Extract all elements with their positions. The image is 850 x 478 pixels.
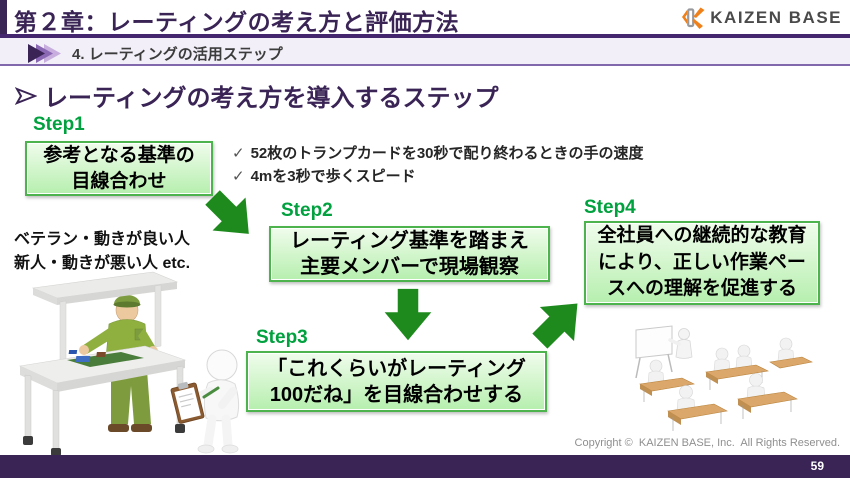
step1-box: 参考となる基準の 目線合わせ	[25, 141, 213, 196]
step1-label: Step1	[33, 114, 85, 135]
subheader-band	[0, 38, 850, 64]
main-heading: レーティングの考え方を導入するステップ	[15, 78, 499, 113]
left-accent-bar	[0, 0, 7, 64]
arrow-bullet-icon	[15, 86, 37, 105]
observer-with-clipboard-illustration	[170, 349, 240, 454]
check-icon: ✓	[232, 168, 245, 185]
copyright-text: Copyright © KAIZEN BASE, Inc. All Rights…	[574, 437, 840, 449]
list-item: ✓ 52枚のトランプカードを30秒で配り終わるときの手の速度	[232, 142, 644, 165]
checklist-item-text: 52枚のトランプカードを30秒で配り終わるときの手の速度	[250, 145, 644, 162]
worker-at-workbench-illustration	[18, 271, 187, 456]
checklist-item-text: 4mを3秒で歩くスピード	[250, 168, 416, 185]
subheader-rule	[0, 64, 850, 66]
arrow-step2-to-step3-icon	[384, 288, 432, 341]
step4-box: 全社員への継続的な教育 により、正しい作業ペー スへの理解を促進する	[584, 221, 820, 305]
step2-box: レーティング基準を踏まえ 主要メンバーで現場観察	[269, 226, 550, 282]
classroom-training-illustration	[635, 325, 813, 431]
arrow-step1-to-step2-icon	[205, 190, 249, 234]
kaizen-base-logo-icon	[682, 7, 705, 29]
reference-examples-list: ✓ 52枚のトランプカードを30秒で配り終わるときの手の速度 ✓ 4mを3秒で歩くス…	[232, 142, 644, 188]
step2-label: Step2	[281, 200, 333, 221]
footer-bar	[0, 455, 850, 478]
step4-label: Step4	[584, 197, 636, 218]
chapter-title: 第２章：レーティングの考え方と評価方法	[14, 9, 460, 35]
logo-text: KAIZEN BASE	[710, 8, 842, 27]
arrow-step3-to-step4-icon	[532, 303, 578, 349]
main-heading-text: レーティングの考え方を導入するステップ	[44, 85, 499, 112]
list-item: ✓ 4mを3秒で歩くスピード	[232, 165, 644, 188]
check-icon: ✓	[232, 145, 245, 162]
section-label: 4. レーティングの活用ステップ	[72, 46, 283, 63]
kaizen-base-logo: KAIZEN BASE	[679, 5, 842, 31]
triple-chevron-icon	[28, 44, 61, 63]
step3-box: 「これくらいがレーティング 100だね」を目線合わせする	[246, 351, 547, 412]
side-note: ベテラン・動きが良い人 新人・動きが悪い人 etc.	[14, 231, 191, 272]
step3-label: Step3	[256, 327, 308, 348]
page-number: 59	[810, 459, 824, 473]
title-rule	[0, 34, 850, 38]
